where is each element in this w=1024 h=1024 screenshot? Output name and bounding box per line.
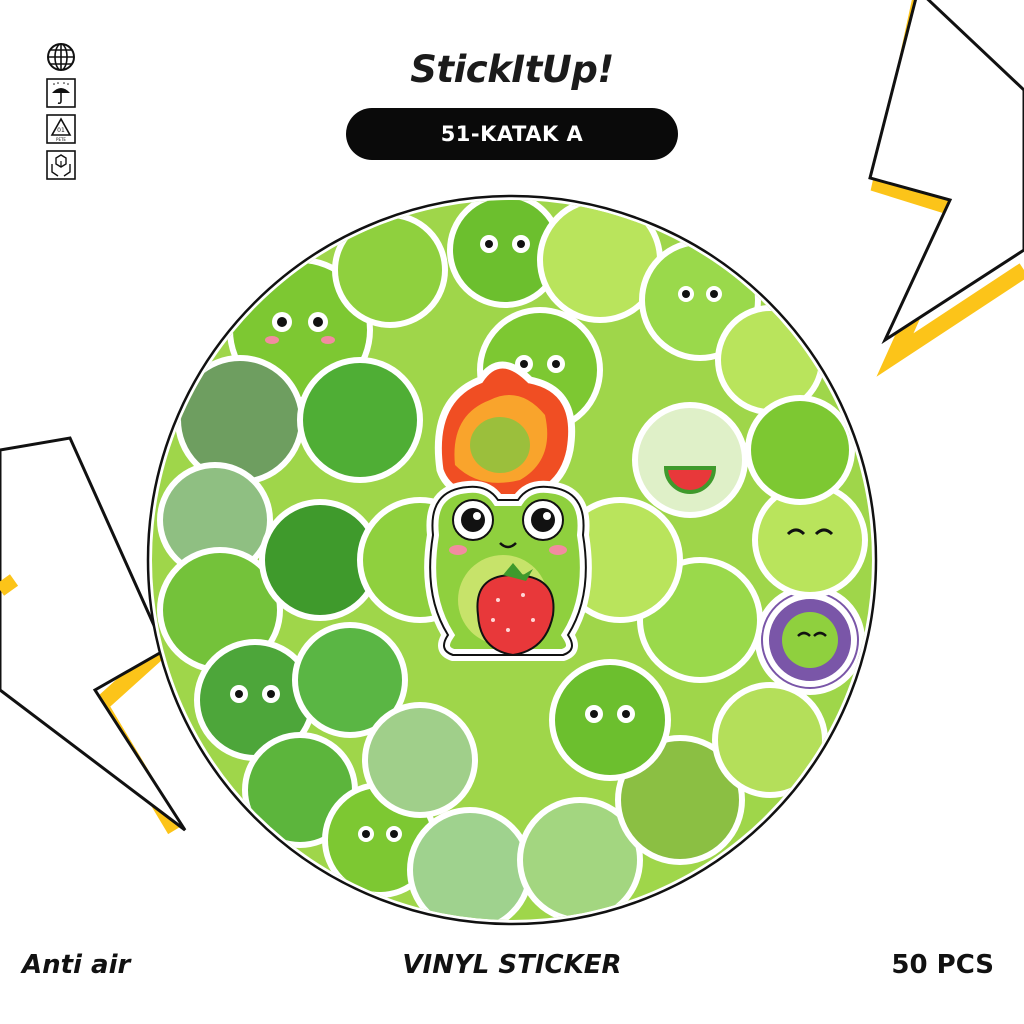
pete-recycle-icon: 01 PETE bbox=[46, 114, 76, 144]
footer-waterproof-label: Anti air bbox=[22, 950, 131, 980]
brand-logo: StickItUp! bbox=[410, 48, 614, 91]
footer-quantity-label: 50 PCS bbox=[891, 950, 994, 980]
svg-text:PETE: PETE bbox=[56, 137, 66, 142]
product-code-label: 51-KATAK A bbox=[440, 122, 584, 146]
fire-frog-sticker bbox=[434, 361, 576, 504]
small-frog-faces bbox=[230, 235, 834, 842]
globe-icon bbox=[47, 43, 75, 71]
svg-text:01: 01 bbox=[57, 127, 65, 134]
strawberry-frog-sticker bbox=[424, 480, 592, 661]
donut-frog-sticker bbox=[763, 593, 857, 687]
watermelon-sticker bbox=[663, 466, 717, 494]
umbrella-icon bbox=[46, 78, 76, 108]
footer-material-label: VINYL STICKER bbox=[402, 950, 622, 980]
product-code-badge: 51-KATAK A bbox=[346, 108, 678, 160]
care-icons: 01 PETE bbox=[46, 42, 78, 180]
package-hands-icon bbox=[46, 150, 76, 180]
